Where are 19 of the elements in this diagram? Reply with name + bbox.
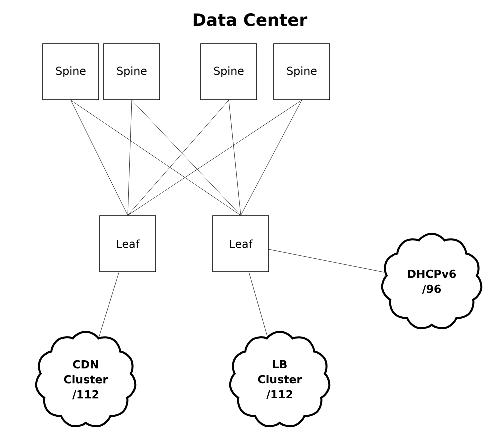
connector-line xyxy=(128,100,132,216)
switch-box: Spine xyxy=(104,44,160,100)
connector-line xyxy=(228,100,242,216)
cluster-cloud: LB Cluster /112 xyxy=(229,331,331,428)
cluster-cloud: CDN Cluster /112 xyxy=(35,331,137,428)
connector-line xyxy=(70,100,242,216)
switch-box: Spine xyxy=(200,44,258,100)
connector-line xyxy=(269,249,385,273)
title: Data Center xyxy=(194,14,308,26)
connector-line xyxy=(98,272,120,338)
connector-line xyxy=(240,100,302,216)
connector-line xyxy=(248,272,268,337)
switch-box: Spine xyxy=(42,44,100,100)
switch-box: Leaf xyxy=(100,216,156,272)
connector-line xyxy=(128,100,302,216)
cluster-cloud: DHCPv6 /96 xyxy=(381,233,483,330)
switch-box: Leaf xyxy=(212,216,270,272)
switch-box: Spine xyxy=(274,44,330,100)
connector-line xyxy=(70,100,128,216)
